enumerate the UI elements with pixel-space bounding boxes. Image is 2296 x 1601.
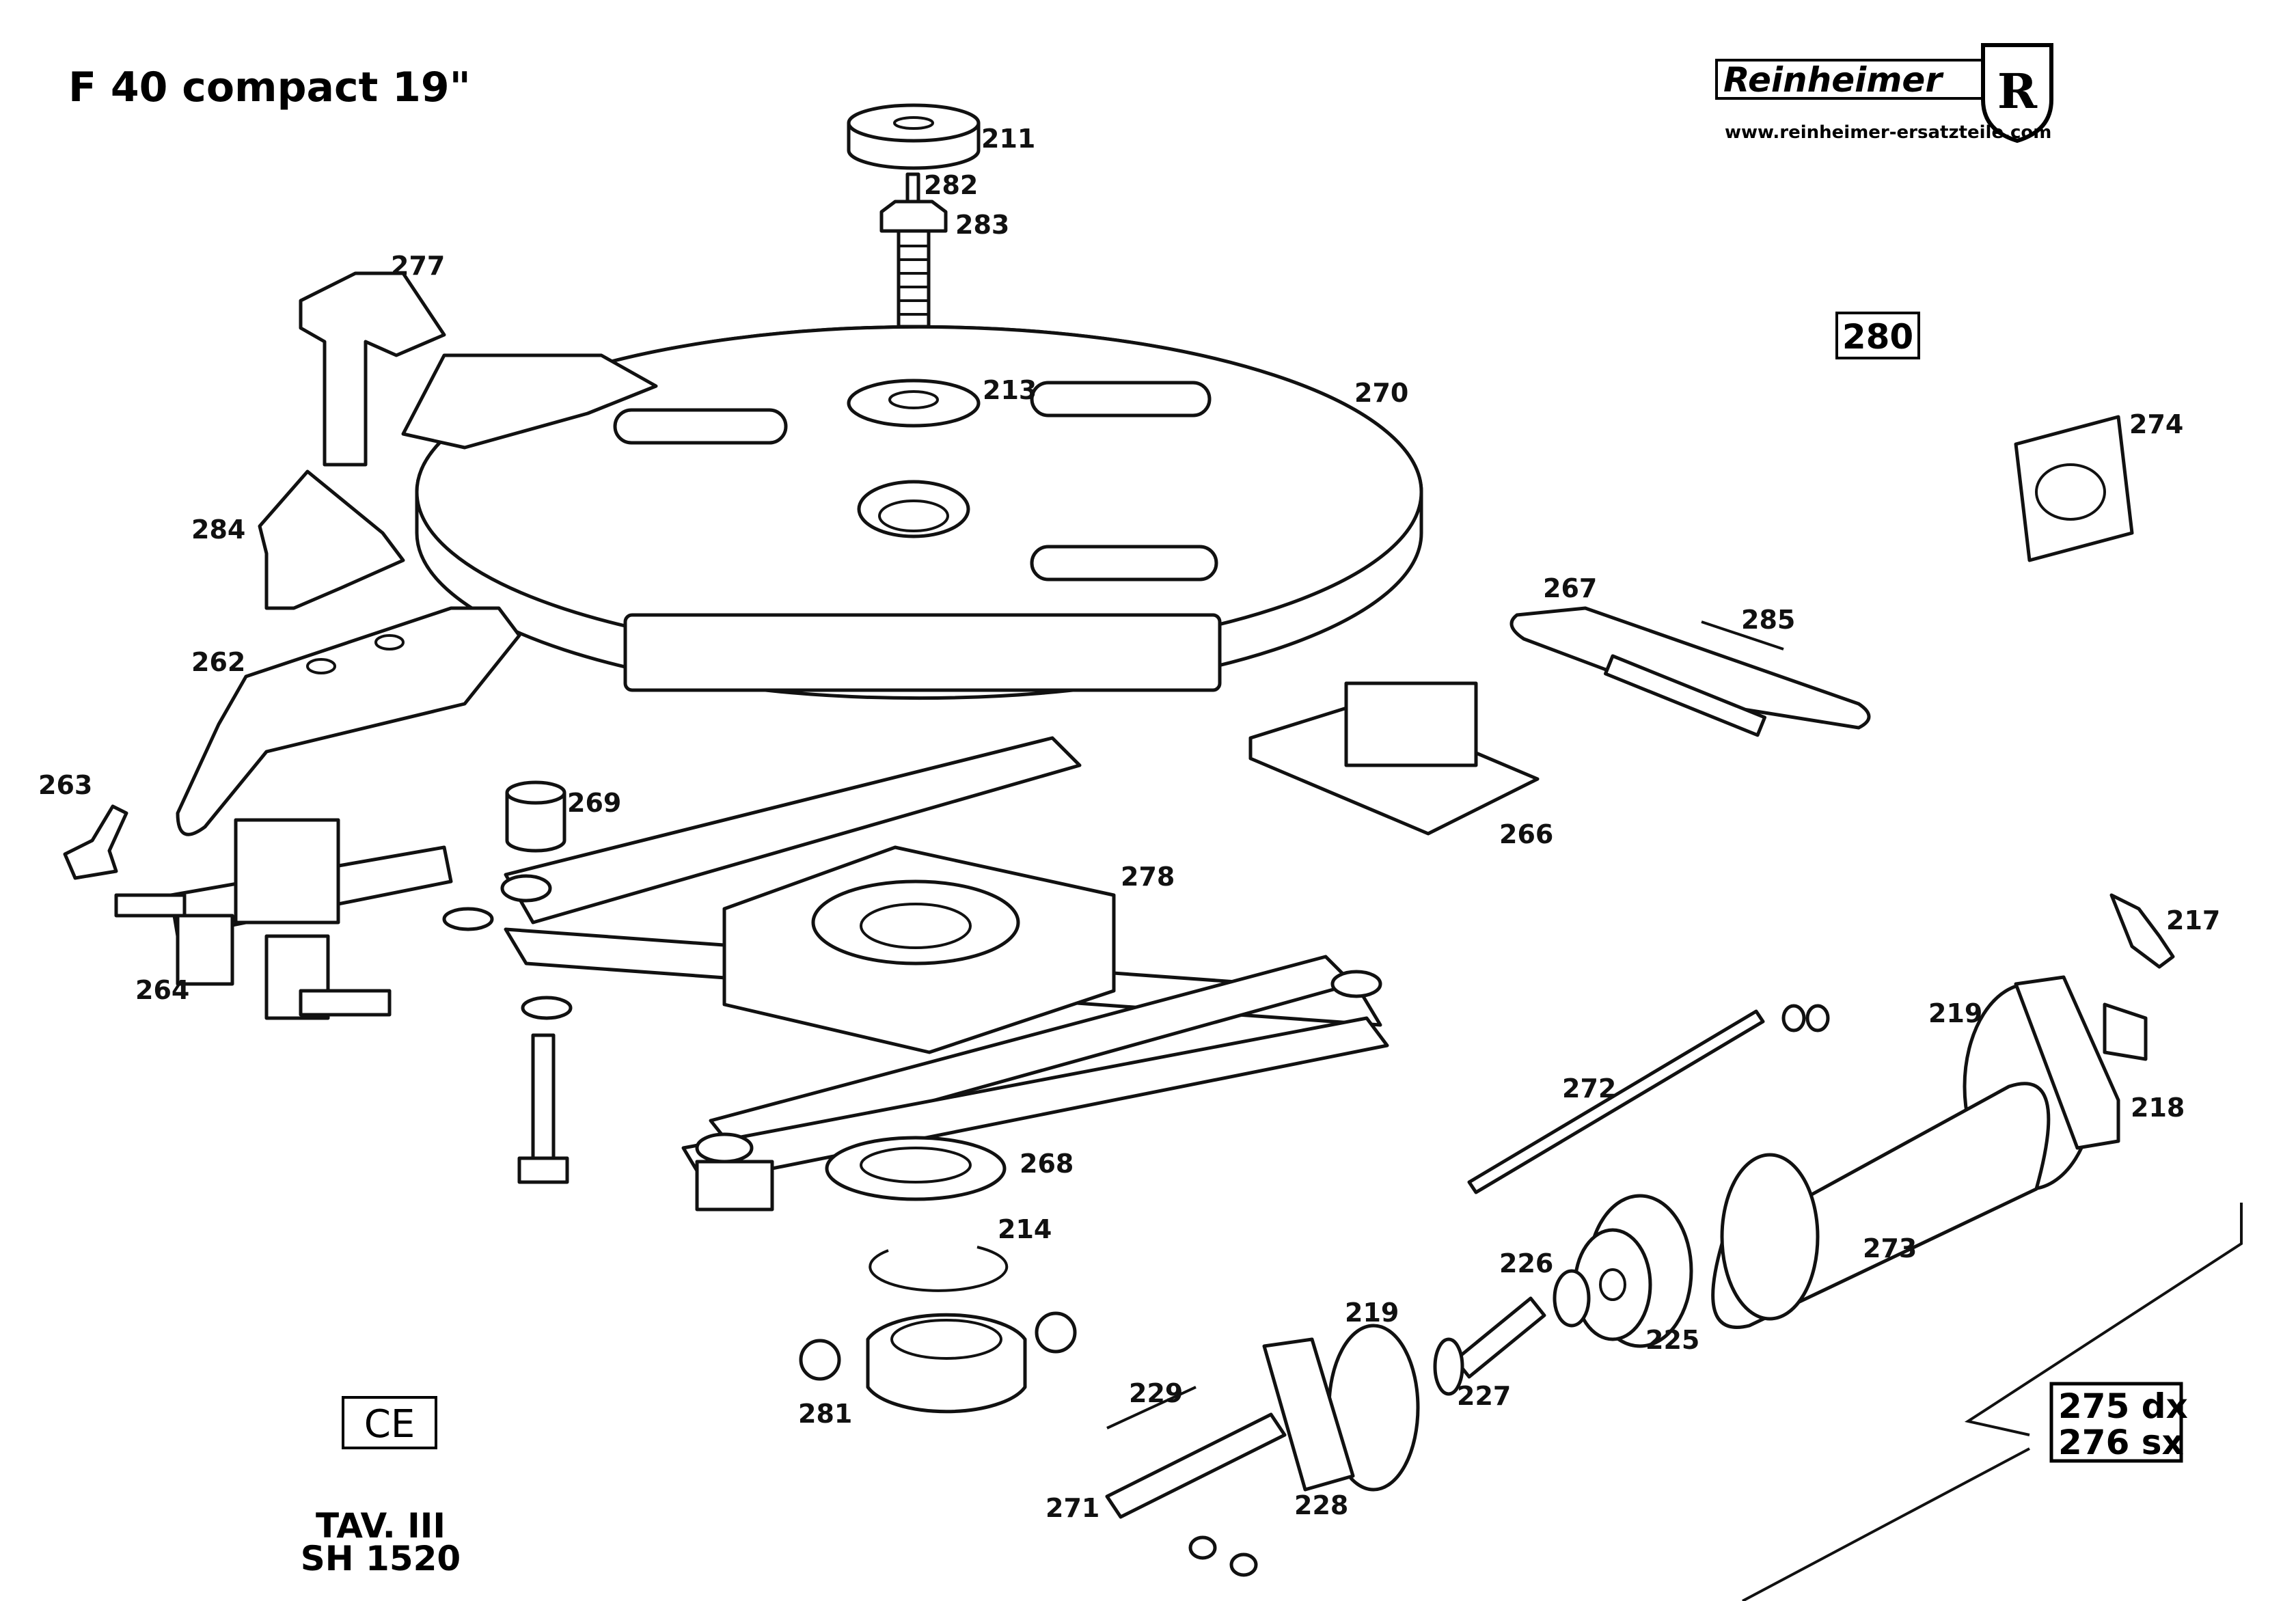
- side-dx-label: 275 dx: [2058, 1386, 2188, 1426]
- part-271-pin: [1105, 1412, 1287, 1519]
- label-217: 217: [2166, 905, 2220, 935]
- label-226: 226: [1499, 1248, 1553, 1278]
- label-214: 214: [998, 1214, 1052, 1244]
- part-277-clamp-jaw: [299, 271, 658, 467]
- part-274-seal-kit: [2014, 415, 2134, 562]
- ce-mark: CE: [364, 1402, 415, 1447]
- nut: [1805, 1004, 1830, 1032]
- label-283: 283: [955, 210, 1009, 240]
- part-228-rear-head: [1262, 1324, 1420, 1492]
- reinheimer-logo: Reinheimer R www.reinheimer-ersatzteile.…: [1715, 43, 2053, 143]
- label-213: 213: [983, 375, 1037, 405]
- label-281: 281: [798, 1399, 852, 1429]
- label-273: 273: [1863, 1233, 1917, 1263]
- label-284: 284: [191, 515, 245, 545]
- side-variant-box: [2049, 1382, 2183, 1463]
- label-227: 227: [1457, 1381, 1511, 1411]
- label-263: 263: [38, 770, 92, 800]
- label-282: 282: [924, 170, 978, 200]
- side-sx-label: 276 sx: [2058, 1423, 2184, 1462]
- leader-line: [1964, 1203, 2243, 1436]
- part-214-circlip: [869, 1246, 1009, 1292]
- label-225: 225: [1645, 1325, 1699, 1355]
- shield-icon: [1981, 43, 2053, 143]
- part-278-cylinder-frame: [500, 736, 1389, 1212]
- label-277: 277: [391, 251, 445, 281]
- label-219-front: 219: [1928, 998, 1982, 1028]
- logo-brand: Reinheimer: [1723, 60, 1944, 100]
- logo-url: www.reinheimer-ersatzteile.com: [1725, 122, 2051, 143]
- diagram-title: F 40 compact 19": [68, 64, 471, 111]
- label-285: 285: [1741, 605, 1795, 635]
- label-271: 271: [1046, 1493, 1099, 1523]
- label-269: 269: [567, 788, 621, 818]
- part-229-hose: [1106, 1386, 1197, 1429]
- label-211: 211: [981, 124, 1035, 154]
- part-269-bush: [505, 780, 566, 853]
- part-labels: 211 282 283 277 213 270 274 284 267 285 …: [38, 124, 2220, 1523]
- part-284-jaw-insert: [258, 469, 405, 610]
- part-281-clamp: [799, 1311, 1077, 1414]
- part-268-ring: [825, 1136, 1007, 1201]
- part-262-slide: [176, 606, 521, 836]
- part-267-slide-plate: [1509, 606, 1871, 737]
- logo-emblem: R: [1997, 63, 2038, 120]
- part-285-strip: [1701, 620, 1784, 651]
- label-219-rear: 219: [1345, 1298, 1399, 1328]
- part-266-valve: [1248, 681, 1540, 836]
- part-280-label: 280: [1842, 317, 1913, 357]
- nut: [1781, 1004, 1806, 1032]
- label-262: 262: [191, 647, 245, 677]
- label-228: 228: [1294, 1490, 1348, 1520]
- plate-line2: SH 1520: [301, 1539, 461, 1578]
- label-218: 218: [2131, 1093, 2185, 1123]
- plate-line1: TAV. III: [316, 1506, 446, 1546]
- nut: [1188, 1535, 1217, 1560]
- part-227-seal: [1433, 1337, 1464, 1396]
- nut: [1229, 1552, 1258, 1577]
- part-270-turntable: [415, 325, 1423, 700]
- ce-mark-box: [342, 1396, 437, 1449]
- part-272-tie-rod: [1467, 1009, 1765, 1194]
- label-267: 267: [1543, 573, 1597, 603]
- part-263-fitting: [63, 804, 128, 880]
- part-217-fitting: [2109, 893, 2175, 969]
- part-226-washer: [1553, 1269, 1591, 1328]
- piston-rod: [1453, 1296, 1546, 1379]
- part-225-piston: [1573, 1194, 1693, 1348]
- label-266: 266: [1499, 819, 1553, 849]
- label-229: 229: [1129, 1378, 1183, 1408]
- label-274: 274: [2129, 409, 2183, 439]
- washer: [521, 996, 573, 1020]
- label-270: 270: [1354, 378, 1408, 408]
- label-278: 278: [1121, 862, 1175, 892]
- label-268: 268: [1020, 1149, 1074, 1179]
- part-280-box: [1835, 312, 1920, 359]
- part-264-valve: [114, 818, 453, 1020]
- washer: [442, 907, 494, 931]
- part-211-washer: [847, 103, 981, 170]
- label-264: 264: [135, 975, 189, 1005]
- part-283-bolt: [879, 200, 948, 329]
- leader-line: [1742, 1447, 2030, 1601]
- bolt: [517, 1033, 569, 1184]
- part-273-cylinder: [1711, 1082, 2051, 1329]
- label-272: 272: [1562, 1073, 1616, 1104]
